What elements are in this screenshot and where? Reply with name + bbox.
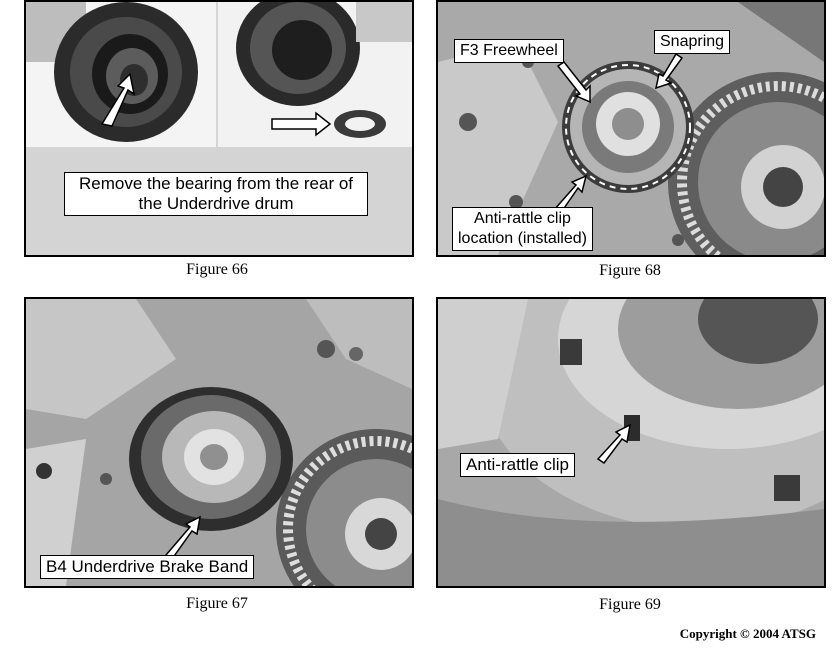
figure-68-callout-clip-line1: Anti-rattle clip xyxy=(474,210,571,227)
figure-66-callout-line1: Remove the bearing from the rear of xyxy=(78,174,354,193)
figure-69-callout: Anti-rattle clip xyxy=(460,453,575,477)
figure-69-caption: Figure 69 xyxy=(599,596,661,613)
figure-67-panel: B4 Underdrive Brake Band xyxy=(24,297,414,588)
figure-68-panel: F3 Freewheel Snapring Anti-rattle clip l… xyxy=(436,0,826,257)
figure-66-callout-line2: the Underdrive drum xyxy=(138,194,294,213)
figure-66-panel: Remove the bearing from the rear of the … xyxy=(24,0,414,257)
copyright-notice: Copyright © 2004 ATSG xyxy=(679,626,816,641)
figure-68-callout-clip: Anti-rattle clip location (installed) xyxy=(452,207,593,251)
figure-69-photo xyxy=(438,299,824,586)
figure-68-callout-clip-line2: location (installed) xyxy=(458,230,587,247)
figure-69-panel: Anti-rattle clip xyxy=(436,297,826,588)
figure-67-photo xyxy=(26,299,412,586)
figure-68-callout-freewheel: F3 Freewheel xyxy=(454,39,564,63)
figure-66-photo xyxy=(26,2,412,147)
figure-67-callout: B4 Underdrive Brake Band xyxy=(40,555,255,579)
figure-68-callout-snapring: Snapring xyxy=(654,30,731,54)
figure-68-caption: Figure 68 xyxy=(599,262,661,279)
figure-66-callout: Remove the bearing from the rear of the … xyxy=(64,172,368,216)
figure-66-caption: Figure 66 xyxy=(186,261,248,278)
figure-67-caption: Figure 67 xyxy=(186,595,248,612)
